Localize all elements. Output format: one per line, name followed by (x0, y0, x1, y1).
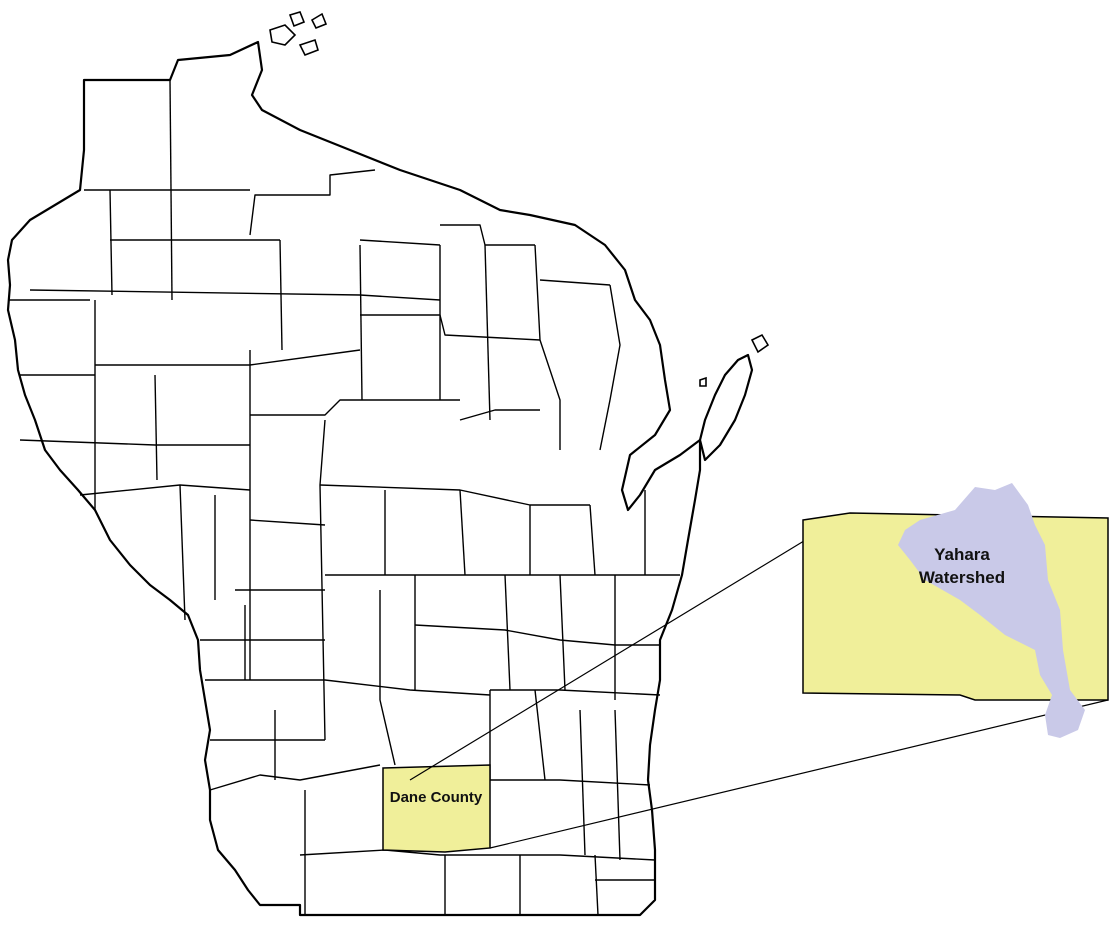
lake-island (699, 376, 707, 387)
apostle-island (298, 38, 319, 57)
leader-line-bottom (489, 699, 1109, 849)
dane-county-label: Dane County (390, 789, 483, 806)
watershed-label-line1: Yahara (934, 545, 990, 564)
yahara-watershed (898, 483, 1085, 738)
door-peninsula (698, 353, 754, 462)
state-outline (6, 40, 702, 917)
washington-island (750, 333, 770, 354)
watershed-label-line2: Watershed (919, 568, 1005, 587)
leader-line-top (409, 512, 851, 781)
apostle-island (310, 12, 328, 30)
apostle-island (269, 24, 297, 46)
county-boundaries (8, 79, 680, 916)
dane-county (382, 764, 491, 853)
apostle-island (288, 11, 306, 28)
